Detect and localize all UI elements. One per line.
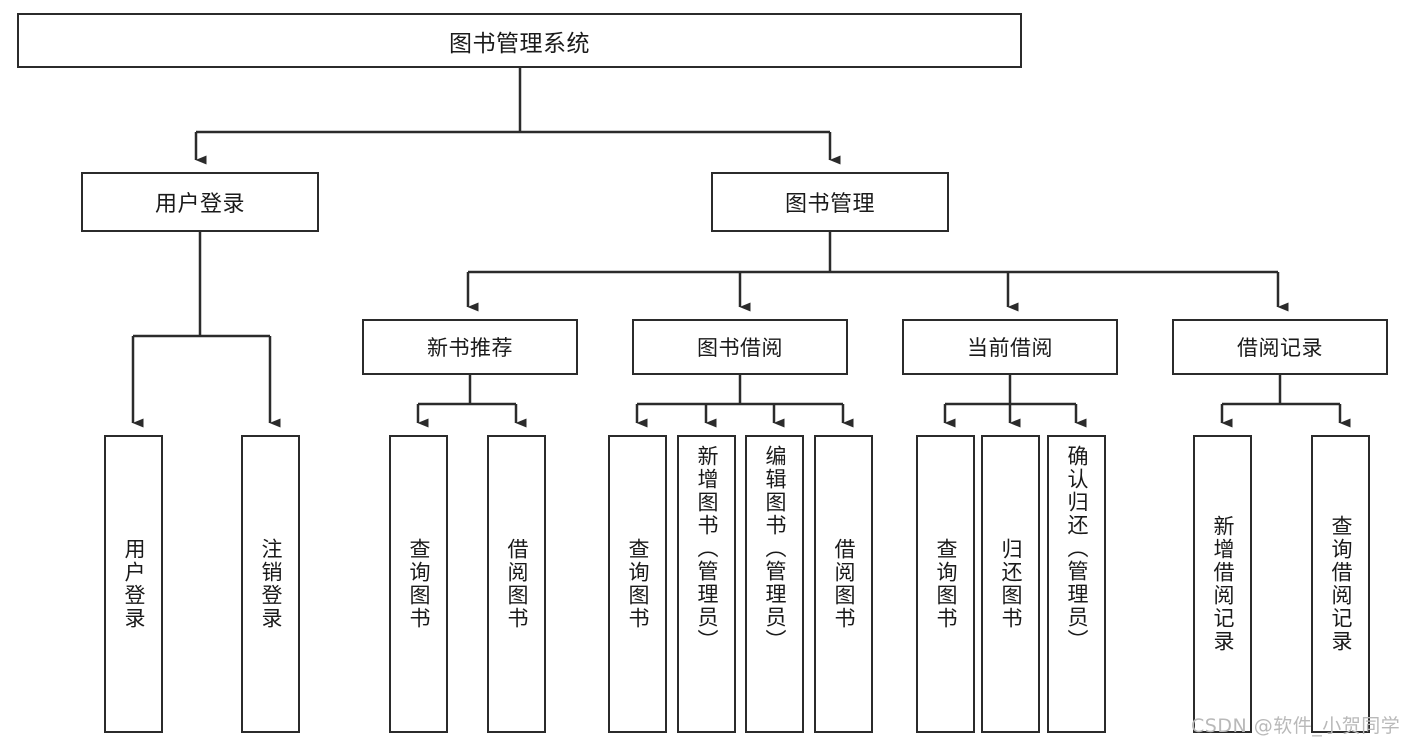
node-new-book-recommend[interactable]: 新书推荐 [362,319,578,375]
node-label: 查询图书 [406,538,431,630]
node-root-system[interactable]: 图书管理系统 [17,13,1022,68]
connector-userlogin-to-leaves [131,232,281,428]
node-label: 确认归还（管理员） [1064,445,1089,652]
leaf-user-login[interactable]: 用户登录 [104,435,163,733]
leaf-add-borrow-record[interactable]: 新增借阅记录 [1193,435,1252,733]
node-label: 新增借阅记录 [1210,515,1235,653]
node-book-borrow[interactable]: 图书借阅 [632,319,848,375]
connector-root-to-level1 [194,68,841,165]
connector-record-to-leaves [1220,375,1351,428]
connector-newbook-to-leaves [416,375,527,428]
leaf-confirm-return-admin[interactable]: 确认归还（管理员） [1047,435,1106,733]
node-label: 查询借阅记录 [1328,515,1353,653]
node-label: 查询图书 [933,538,958,630]
node-label: 归还图书 [998,538,1023,630]
leaf-edit-book-admin[interactable]: 编辑图书（管理员） [745,435,804,733]
leaf-query-book-recommend[interactable]: 查询图书 [389,435,448,733]
leaf-add-book-admin[interactable]: 新增图书（管理员） [677,435,736,733]
node-label: 用户登录 [121,538,146,630]
connector-borrow-to-leaves [635,375,854,428]
node-label: 新增图书（管理员） [694,445,719,652]
node-label: 新书推荐 [427,336,513,360]
leaf-query-book-borrow[interactable]: 查询图书 [608,435,667,733]
leaf-query-borrow-record[interactable]: 查询借阅记录 [1311,435,1370,733]
connector-current-to-leaves [943,375,1087,428]
node-label: 注销登录 [258,538,283,630]
leaf-query-book-current[interactable]: 查询图书 [916,435,975,733]
node-label: 图书管理系统 [449,30,590,57]
leaf-return-book[interactable]: 归还图书 [981,435,1040,733]
node-label: 图书借阅 [697,336,783,360]
leaf-user-logout[interactable]: 注销登录 [241,435,300,733]
node-label: 当前借阅 [967,336,1053,360]
node-label: 编辑图书（管理员） [762,445,787,652]
node-label: 借阅图书 [831,538,856,630]
leaf-borrow-book[interactable]: 借阅图书 [814,435,873,733]
node-label: 借阅记录 [1237,336,1323,360]
node-label: 用户登录 [154,192,245,217]
leaf-borrow-book-recommend[interactable]: 借阅图书 [487,435,546,733]
node-label: 图书管理 [784,192,875,217]
node-current-borrow[interactable]: 当前借阅 [902,319,1118,375]
connector-bookmgmt-to-level2 [466,232,1289,312]
node-borrow-record[interactable]: 借阅记录 [1172,319,1388,375]
node-label: 查询图书 [625,538,650,630]
node-label: 借阅图书 [504,538,529,630]
node-user-login[interactable]: 用户登录 [81,172,319,232]
node-book-management[interactable]: 图书管理 [711,172,949,232]
